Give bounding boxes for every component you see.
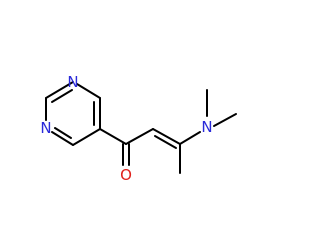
bond-amine-methyl-right [213,113,237,127]
bond-ring-c4-n5-inner [54,127,72,139]
bond-ring-c6-c7 [45,81,74,99]
atom-label-o-carbonyl: O [120,166,132,184]
bond-ring-c3-c4 [72,128,101,146]
bond-carbonyl-alkene [125,128,154,145]
bond-ring-n1-c2 [76,83,101,99]
molecule-structure: N N O N [40,73,237,184]
bond-ring-c6-c7-inner [51,89,73,103]
bond-alkene-amine [179,131,201,145]
structure-canvas: N N O N [40,73,237,184]
pyrazine-ring [45,81,101,146]
bond-alkene [152,128,181,145]
atom-labels: N N O N [40,73,212,184]
side-chain [99,89,237,174]
bond-ring-carbonyl [99,128,127,145]
atom-label-n-amine: N [201,118,212,136]
atom-label-n-ring-bottom: N [40,119,51,137]
atom-label-n-ring-top: N [67,73,78,91]
bond-alkene-inner [154,135,177,149]
bond-ring-c4-n5 [51,131,74,146]
